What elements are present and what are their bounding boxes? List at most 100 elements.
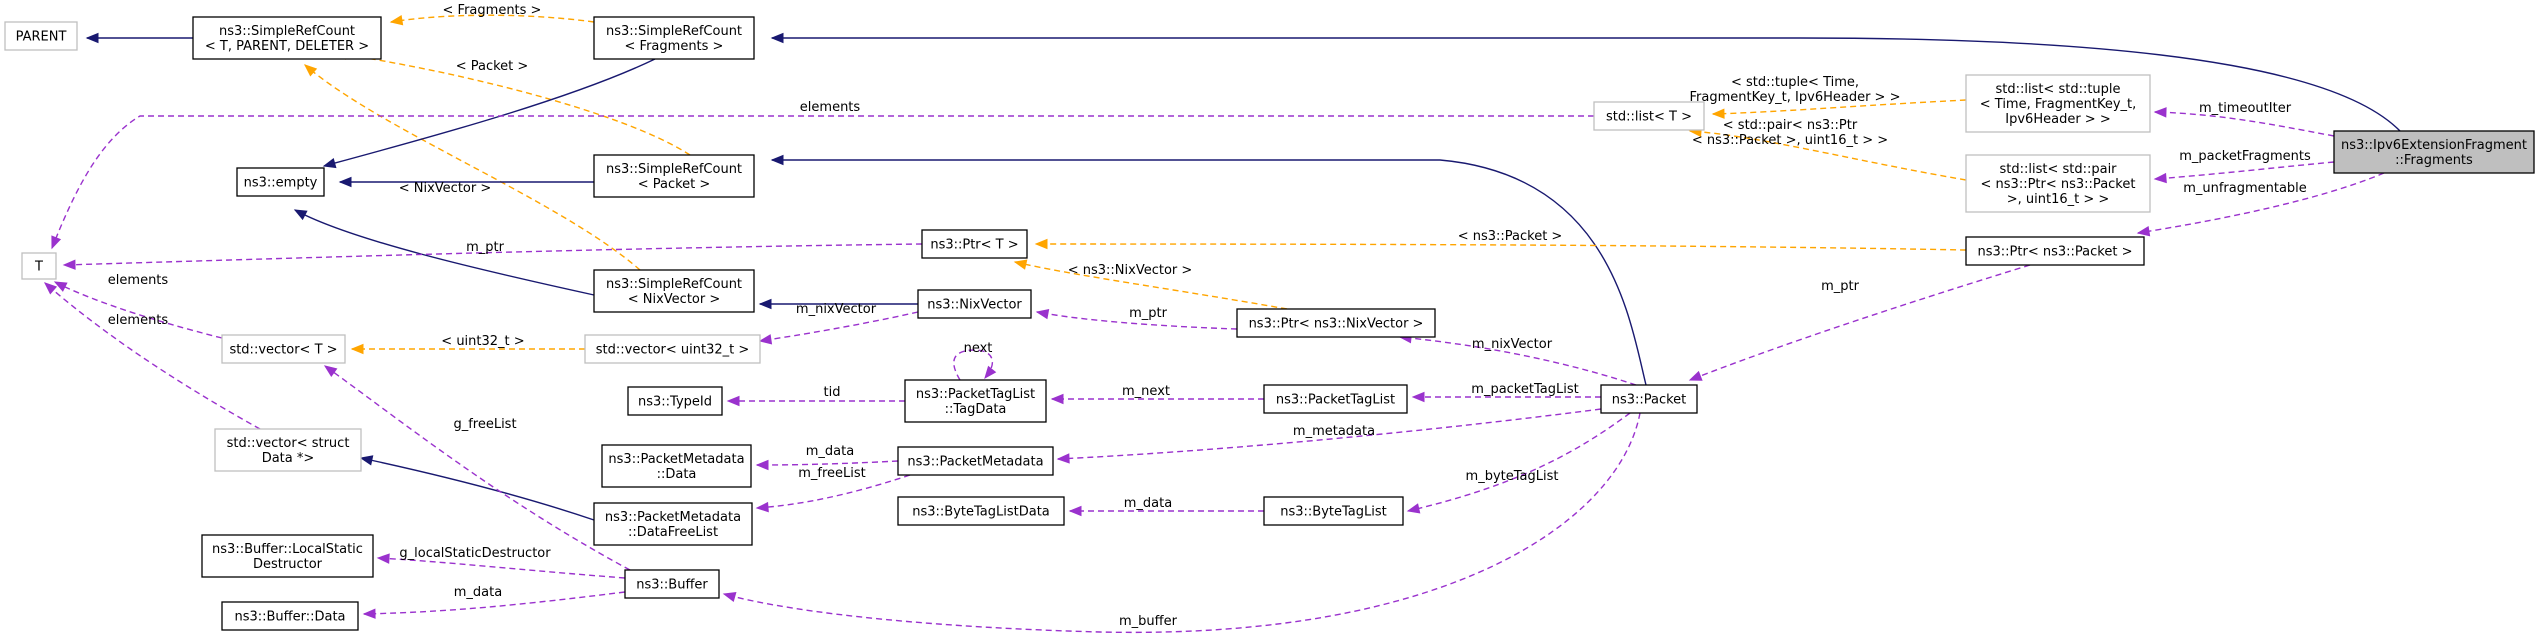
inherit-fragments-rc-to-empty <box>322 58 656 169</box>
node-label: ::Data <box>657 467 697 482</box>
arrowhead <box>359 455 374 466</box>
node-label: ns3::TypeId <box>638 395 712 410</box>
node-fragments[interactable]: ns3::Ipv6ExtensionFragment::Fragments <box>2333 130 2535 174</box>
edge-elements-vector <box>53 281 223 339</box>
edge-m-unfragmentable <box>2136 172 2385 237</box>
arrowhead <box>322 157 337 169</box>
arrowhead <box>51 235 62 250</box>
edge-line <box>1057 408 1602 460</box>
edge-label-m-data-buf: m_data <box>454 585 502 600</box>
edge-label-elements-list: elements <box>800 100 861 115</box>
node-label: ns3::Ipv6ExtensionFragment <box>2341 138 2527 153</box>
node-tagdata[interactable]: ns3::PacketTagList::TagData <box>904 379 1047 423</box>
edge-line <box>772 159 1647 386</box>
node-label: ns3::ByteTagListData <box>912 505 1050 520</box>
node-ptr-packet[interactable]: ns3::Ptr< ns3::Packet > <box>1965 236 2145 266</box>
arrowhead <box>1035 308 1050 320</box>
node-label: ns3::Ptr< ns3::NixVector > <box>1249 317 1424 332</box>
node-box <box>1965 154 2151 213</box>
node-box <box>627 386 723 416</box>
edge-line <box>377 557 626 579</box>
node-vector-uint32[interactable]: std::vector< uint32_t > <box>584 334 761 364</box>
node-ns3-empty[interactable]: ns3::empty <box>236 167 325 197</box>
node-box <box>917 289 1032 319</box>
node-typeid[interactable]: ns3::TypeId <box>627 386 723 416</box>
arrowhead <box>758 298 772 310</box>
edge-label-nixvector-tpl: < NixVector > <box>399 181 492 196</box>
node-nixvector[interactable]: ns3::NixVector <box>917 289 1032 319</box>
node-std-vector-t[interactable]: std::vector< T > <box>221 334 346 364</box>
node-label: ns3::SimpleRefCount <box>219 24 355 39</box>
template-fragments <box>389 14 595 26</box>
node-list-tuple[interactable]: std::list< std::tuple< Time, FragmentKey… <box>1965 74 2151 133</box>
node-simplerefcount-packet[interactable]: ns3::SimpleRefCount< Packet > <box>593 154 755 198</box>
node-box <box>601 444 752 488</box>
node-parent[interactable]: PARENT <box>4 21 78 51</box>
arrowhead <box>303 64 318 77</box>
inherit-fragments-to-simplerefcount <box>770 32 2401 132</box>
node-bytetaglistdata[interactable]: ns3::ByteTagListData <box>897 496 1065 526</box>
edge-label-m-byteTagList: m_byteTagList <box>1466 469 1559 484</box>
node-label: ns3::PacketTagList <box>916 387 1035 402</box>
edge-line <box>2154 111 2335 137</box>
node-buffer[interactable]: ns3::Buffer <box>624 569 720 599</box>
edge-elements-list <box>51 115 1594 250</box>
edge-label-m-nixVector-nv: m_nixVector <box>796 302 877 317</box>
edge-line <box>390 14 595 23</box>
node-metadata-data[interactable]: ns3::PacketMetadata::Data <box>601 444 752 488</box>
edge-line <box>1035 243 1967 251</box>
node-packettaglist[interactable]: ns3::PacketTagList <box>1263 384 1408 414</box>
node-buffer-data[interactable]: ns3::Buffer::Data <box>221 601 359 631</box>
node-box <box>593 502 753 546</box>
node-box <box>897 446 1054 476</box>
edge-label-packet-tpl: < Packet > <box>456 59 529 74</box>
edge-m-packetTagList <box>1411 391 1601 403</box>
edge-line <box>360 457 595 521</box>
edge-label-m-nixVector-pkt: m_nixVector <box>1472 337 1553 352</box>
template-nixvector <box>303 64 641 271</box>
node-list-pair[interactable]: std::list< std::pair< ns3::Ptr< ns3::Pac… <box>1965 154 2151 213</box>
edge-line <box>1689 130 1967 181</box>
edge-g-localStaticDestructor <box>376 553 626 579</box>
node-label: ns3::PacketMetadata <box>907 455 1043 470</box>
template-tuple <box>1711 99 1967 119</box>
node-label: ns3::Buffer::LocalStatic <box>212 542 363 557</box>
node-simplerefcount-generic[interactable]: ns3::SimpleRefCount< T, PARENT, DELETER … <box>192 16 382 60</box>
arrowhead <box>755 501 769 513</box>
arrowhead <box>755 459 769 471</box>
arrowhead <box>1406 503 1421 514</box>
node-label: ::DataFreeList <box>628 525 718 540</box>
node-packet[interactable]: ns3::Packet <box>1600 384 1698 414</box>
edge-m-data-buffer <box>362 591 626 619</box>
node-bytetaglist[interactable]: ns3::ByteTagList <box>1263 496 1404 526</box>
node-simplerefcount-fragments[interactable]: ns3::SimpleRefCount< Fragments > <box>593 16 755 60</box>
edge-label-uint32-tpl: < uint32_t > <box>441 334 524 349</box>
node-box <box>921 229 1028 259</box>
node-ptr-t[interactable]: ns3::Ptr< T > <box>921 229 1028 259</box>
edge-m-nixVector-nixvector <box>758 311 919 345</box>
edge-tid <box>726 395 905 407</box>
edge-line <box>1399 336 1637 386</box>
edge-line <box>1712 99 1967 115</box>
node-packetmetadata[interactable]: ns3::PacketMetadata <box>897 446 1054 476</box>
inherit-freelist-to-vector <box>359 455 595 521</box>
node-label: T <box>34 260 43 275</box>
node-t[interactable]: T <box>21 252 57 280</box>
edge-line <box>294 209 595 296</box>
edge-m-ptr-nixvector <box>1035 308 1238 330</box>
edge-m-data-btl <box>1068 505 1264 517</box>
arrowhead <box>758 334 773 345</box>
edge-label-m-ptr-packet: m_ptr <box>1821 279 1860 294</box>
node-label: ns3::ByteTagList <box>1280 505 1386 520</box>
node-ptr-nixvector[interactable]: ns3::Ptr< ns3::NixVector > <box>1236 308 1436 338</box>
node-box <box>4 21 78 51</box>
node-label: ns3::Ptr< ns3::Packet > <box>1978 245 2133 260</box>
arrowhead <box>722 592 737 603</box>
edge-label-elements-struct: elements <box>108 313 169 328</box>
arrowhead <box>1034 238 1048 250</box>
node-simplerefcount-nixvector[interactable]: ns3::SimpleRefCount< NixVector > <box>593 269 755 313</box>
node-std-list-t[interactable]: std::list< T > <box>1593 101 1705 131</box>
node-metadata-freelist[interactable]: ns3::PacketMetadata::DataFreeList <box>593 502 753 546</box>
